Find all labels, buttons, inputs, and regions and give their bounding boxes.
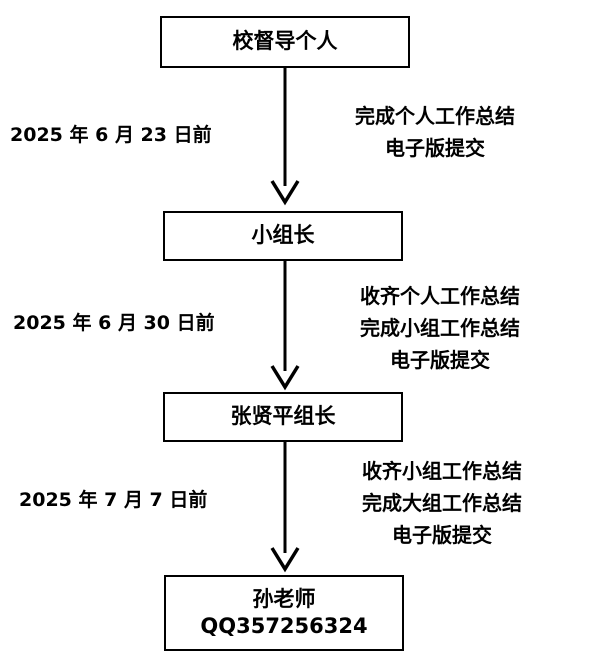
arrow-1 <box>270 68 300 206</box>
task-line: 电子版提交 <box>392 523 492 547</box>
task-line: 收齐小组工作总结 <box>362 459 522 483</box>
deadline-step-1: 2025 年 6 月 23 日前 <box>10 124 212 146</box>
task-line: 收齐个人工作总结 <box>360 284 520 308</box>
task-line: 完成个人工作总结 <box>355 104 515 128</box>
node-supervisor: 校督导个人 <box>160 16 410 68</box>
task-line: 完成小组工作总结 <box>360 316 520 340</box>
task-line: 电子版提交 <box>385 136 485 160</box>
node-zhang-leader: 张贤平组长 <box>163 392 403 442</box>
task-line: 电子版提交 <box>390 348 490 372</box>
node-group-leader: 小组长 <box>163 211 403 261</box>
node-label: 张贤平组长 <box>230 404 336 429</box>
arrow-3 <box>270 442 300 573</box>
task-line: 完成大组工作总结 <box>362 491 522 515</box>
tasks-step-1: 完成个人工作总结 电子版提交 <box>355 100 515 164</box>
tasks-step-3: 收齐小组工作总结 完成大组工作总结 电子版提交 <box>362 455 522 551</box>
node-label: 校督导个人 <box>232 29 338 54</box>
node-label: 小组长 <box>251 223 315 248</box>
arrow-2 <box>270 261 300 391</box>
node-teacher-sun: 孙老师 QQ357256324 <box>164 575 404 651</box>
node-label: 孙老师 <box>252 586 316 611</box>
deadline-step-3: 2025 年 7 月 7 日前 <box>19 489 208 511</box>
deadline-step-2: 2025 年 6 月 30 日前 <box>13 312 215 334</box>
node-contact: QQ357256324 <box>200 614 368 638</box>
tasks-step-2: 收齐个人工作总结 完成小组工作总结 电子版提交 <box>360 280 520 376</box>
